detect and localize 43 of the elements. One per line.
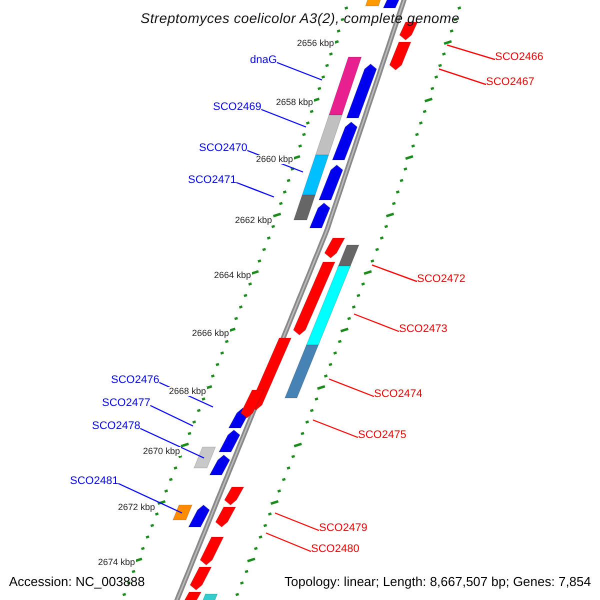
leader-line	[118, 482, 182, 514]
leader-line	[236, 182, 274, 198]
scale-label: 2662 kbp	[234, 216, 274, 225]
scale-label: 2672 kbp	[117, 503, 156, 512]
gene-label: SCO2480	[311, 544, 360, 555]
gene-label: SCO2469	[213, 102, 262, 113]
leader-line	[261, 108, 306, 128]
leader-line	[372, 264, 418, 282]
scale-label: 2658 kbp	[275, 98, 314, 107]
scale-label: 2660 kbp	[255, 155, 294, 164]
gene-label: SCO2470	[199, 143, 248, 154]
leader-line	[150, 404, 194, 427]
leader-line	[446, 44, 496, 60]
gene-label: SCO2471	[188, 175, 236, 186]
leader-line	[312, 419, 358, 438]
gene-label: SCO2467	[486, 77, 534, 88]
leader-line	[276, 62, 322, 81]
scale-label: 2674 kbp	[97, 558, 136, 567]
gene-label: SCO2473	[399, 324, 448, 335]
gene-label: SCO2478	[92, 421, 140, 432]
leader-line	[274, 512, 320, 532]
scale-label: 2656 kbp	[296, 39, 336, 48]
gene-label: dnaG	[250, 55, 277, 66]
accession-note: Accession: NC_003888	[9, 575, 145, 588]
gene-label: SCO2481	[70, 476, 118, 487]
scale-label: 2670 kbp	[142, 447, 182, 456]
leader-line	[266, 532, 312, 552]
leader-line	[354, 313, 400, 332]
gene-label: SCO2475	[358, 430, 406, 441]
gene-label: SCO2479	[319, 523, 368, 534]
gene-label: SCO2477	[102, 398, 150, 409]
gene-label: SCO2476	[111, 375, 160, 386]
gene-label: SCO2474	[374, 389, 422, 400]
scale-label: 2668 kbp	[168, 387, 208, 396]
gene-label: SCO2466	[495, 52, 544, 63]
leader-line	[140, 428, 204, 459]
leader-line	[438, 68, 486, 86]
scale-label: 2664 kbp	[213, 271, 252, 280]
title: Streptomyces coelicolor A3(2), complete genome	[139, 11, 461, 25]
genome-summary-note: Topology: linear; Length: 8,667,507 bp; Genes: 7,854	[284, 575, 591, 588]
gene-label: SCO2472	[417, 274, 466, 285]
scale-label: 2666 kbp	[191, 329, 230, 338]
leader-line	[328, 378, 374, 398]
